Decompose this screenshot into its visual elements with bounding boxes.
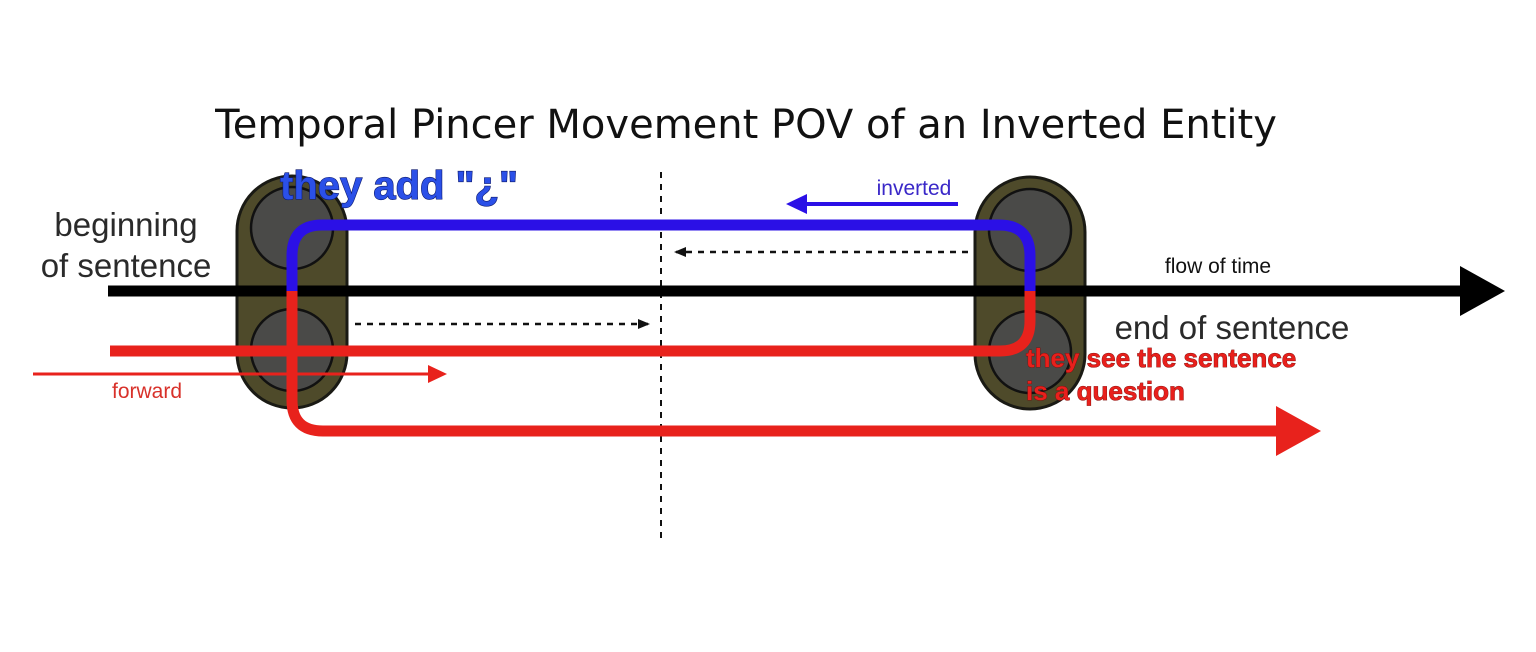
red-caption-line1: they see the sentence	[1026, 343, 1296, 373]
flow-of-time-label: flow of time	[1165, 255, 1271, 278]
inverted-legend-arrowhead	[786, 194, 807, 214]
timeline-arrow	[108, 266, 1505, 316]
forward-legend: forward	[33, 365, 447, 403]
inverted-legend: inverted	[786, 177, 958, 214]
beginning-label-line1: beginning	[54, 206, 197, 243]
blue-caption: they add "¿"	[280, 164, 518, 208]
diagram-title: Temporal Pincer Movement POV of an Inver…	[214, 102, 1277, 148]
beginning-label-line2: of sentence	[41, 247, 212, 284]
forward-label: forward	[112, 380, 182, 403]
forward-legend-arrowhead	[428, 365, 447, 383]
red-caption-line2: is a question	[1026, 376, 1185, 406]
end-of-sentence-label: end of sentence	[1115, 309, 1350, 346]
forward-path-segment	[110, 291, 1036, 357]
forward-exit-path	[286, 291, 1280, 437]
forward-exit-arrowhead	[1276, 406, 1321, 456]
inverted-label: inverted	[877, 177, 952, 200]
timeline-arrowhead	[1460, 266, 1505, 316]
inverted-path	[286, 219, 1036, 291]
